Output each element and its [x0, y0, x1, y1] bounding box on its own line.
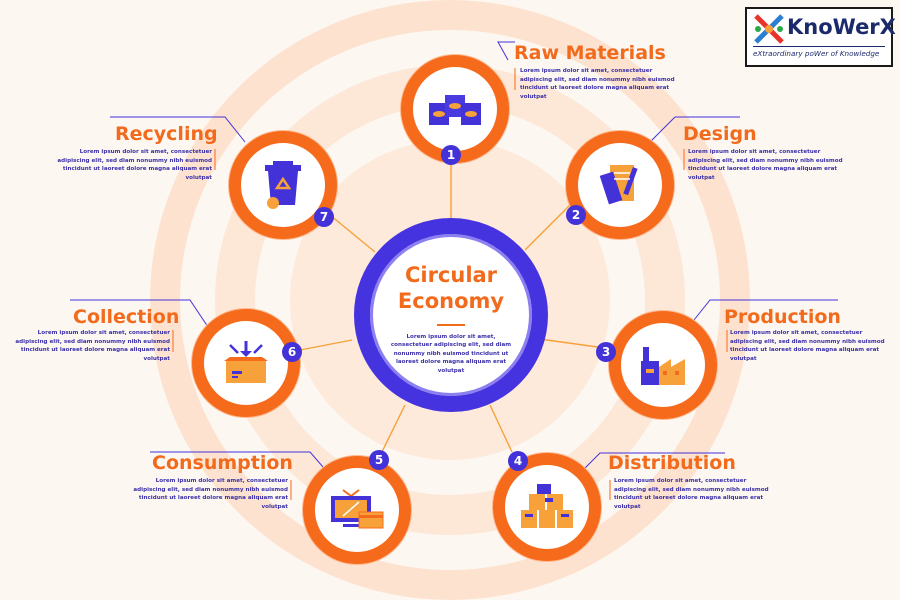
recycle-bin-icon	[265, 161, 301, 209]
hub-description: Lorem ipsum dolor sit amet, consectetuer…	[390, 334, 512, 374]
step-title-production: Production	[724, 306, 841, 328]
step-badge-3: 3	[596, 342, 616, 362]
raw-materials-icon	[429, 95, 481, 125]
step-description-consumption: Lorem ipsum dolor sit amet, consectetuer…	[133, 478, 288, 510]
step-badge-5: 5	[369, 450, 389, 470]
step-node-distribution	[493, 453, 601, 561]
logo-divider	[753, 46, 885, 47]
hub-divider	[437, 324, 465, 326]
step-node-consumption	[303, 456, 411, 564]
step-title-consumption: Consumption	[152, 452, 293, 474]
step-title-recycling: Recycling	[115, 123, 218, 145]
boxes-icon	[521, 484, 573, 528]
step-badge-4: 4	[508, 451, 528, 471]
step-node-collection	[192, 309, 300, 417]
hub-title: Circular Economy	[370, 262, 532, 314]
hub-circle: Circular Economy Lorem ipsum dolor sit a…	[354, 218, 548, 412]
step-description-design: Lorem ipsum dolor sit amet, consectetuer…	[688, 149, 843, 181]
logo-name: KnoWerX	[787, 15, 896, 39]
step-description-collection: Lorem ipsum dolor sit amet, consectetuer…	[15, 330, 170, 362]
knowerx-logo: KnoWerX eXtraordinary poWer of Knowledge	[745, 7, 896, 67]
hub-title-line2: Economy	[397, 289, 505, 313]
step-title-collection: Collection	[73, 306, 180, 328]
collection-box-icon	[224, 341, 268, 383]
step-description-production: Lorem ipsum dolor sit amet, consectetuer…	[730, 330, 885, 362]
step-badge-6: 6	[282, 342, 302, 362]
step-node-production	[609, 311, 717, 419]
step-badge-2: 2	[566, 205, 586, 225]
step-description-raw-materials: Lorem ipsum dolor sit amet, consectetuer…	[520, 68, 675, 100]
step-title-distribution: Distribution	[608, 452, 736, 474]
design-icon	[599, 165, 638, 205]
hub-title-line1: Circular	[404, 263, 498, 287]
logo-mark-icon	[754, 14, 784, 44]
step-description-distribution: Lorem ipsum dolor sit amet, consectetuer…	[614, 478, 769, 510]
step-description-recycling: Lorem ipsum dolor sit amet, consectetuer…	[57, 149, 212, 181]
tv-and-card-icon	[331, 489, 384, 529]
factory-icon	[641, 347, 685, 385]
step-badge-1: 1	[441, 145, 461, 165]
step-title-design: Design	[683, 123, 757, 145]
step-badge-7: 7	[314, 207, 334, 227]
step-title-raw-materials: Raw Materials	[514, 42, 666, 64]
logo-tagline: eXtraordinary poWer of Knowledge	[753, 49, 880, 58]
